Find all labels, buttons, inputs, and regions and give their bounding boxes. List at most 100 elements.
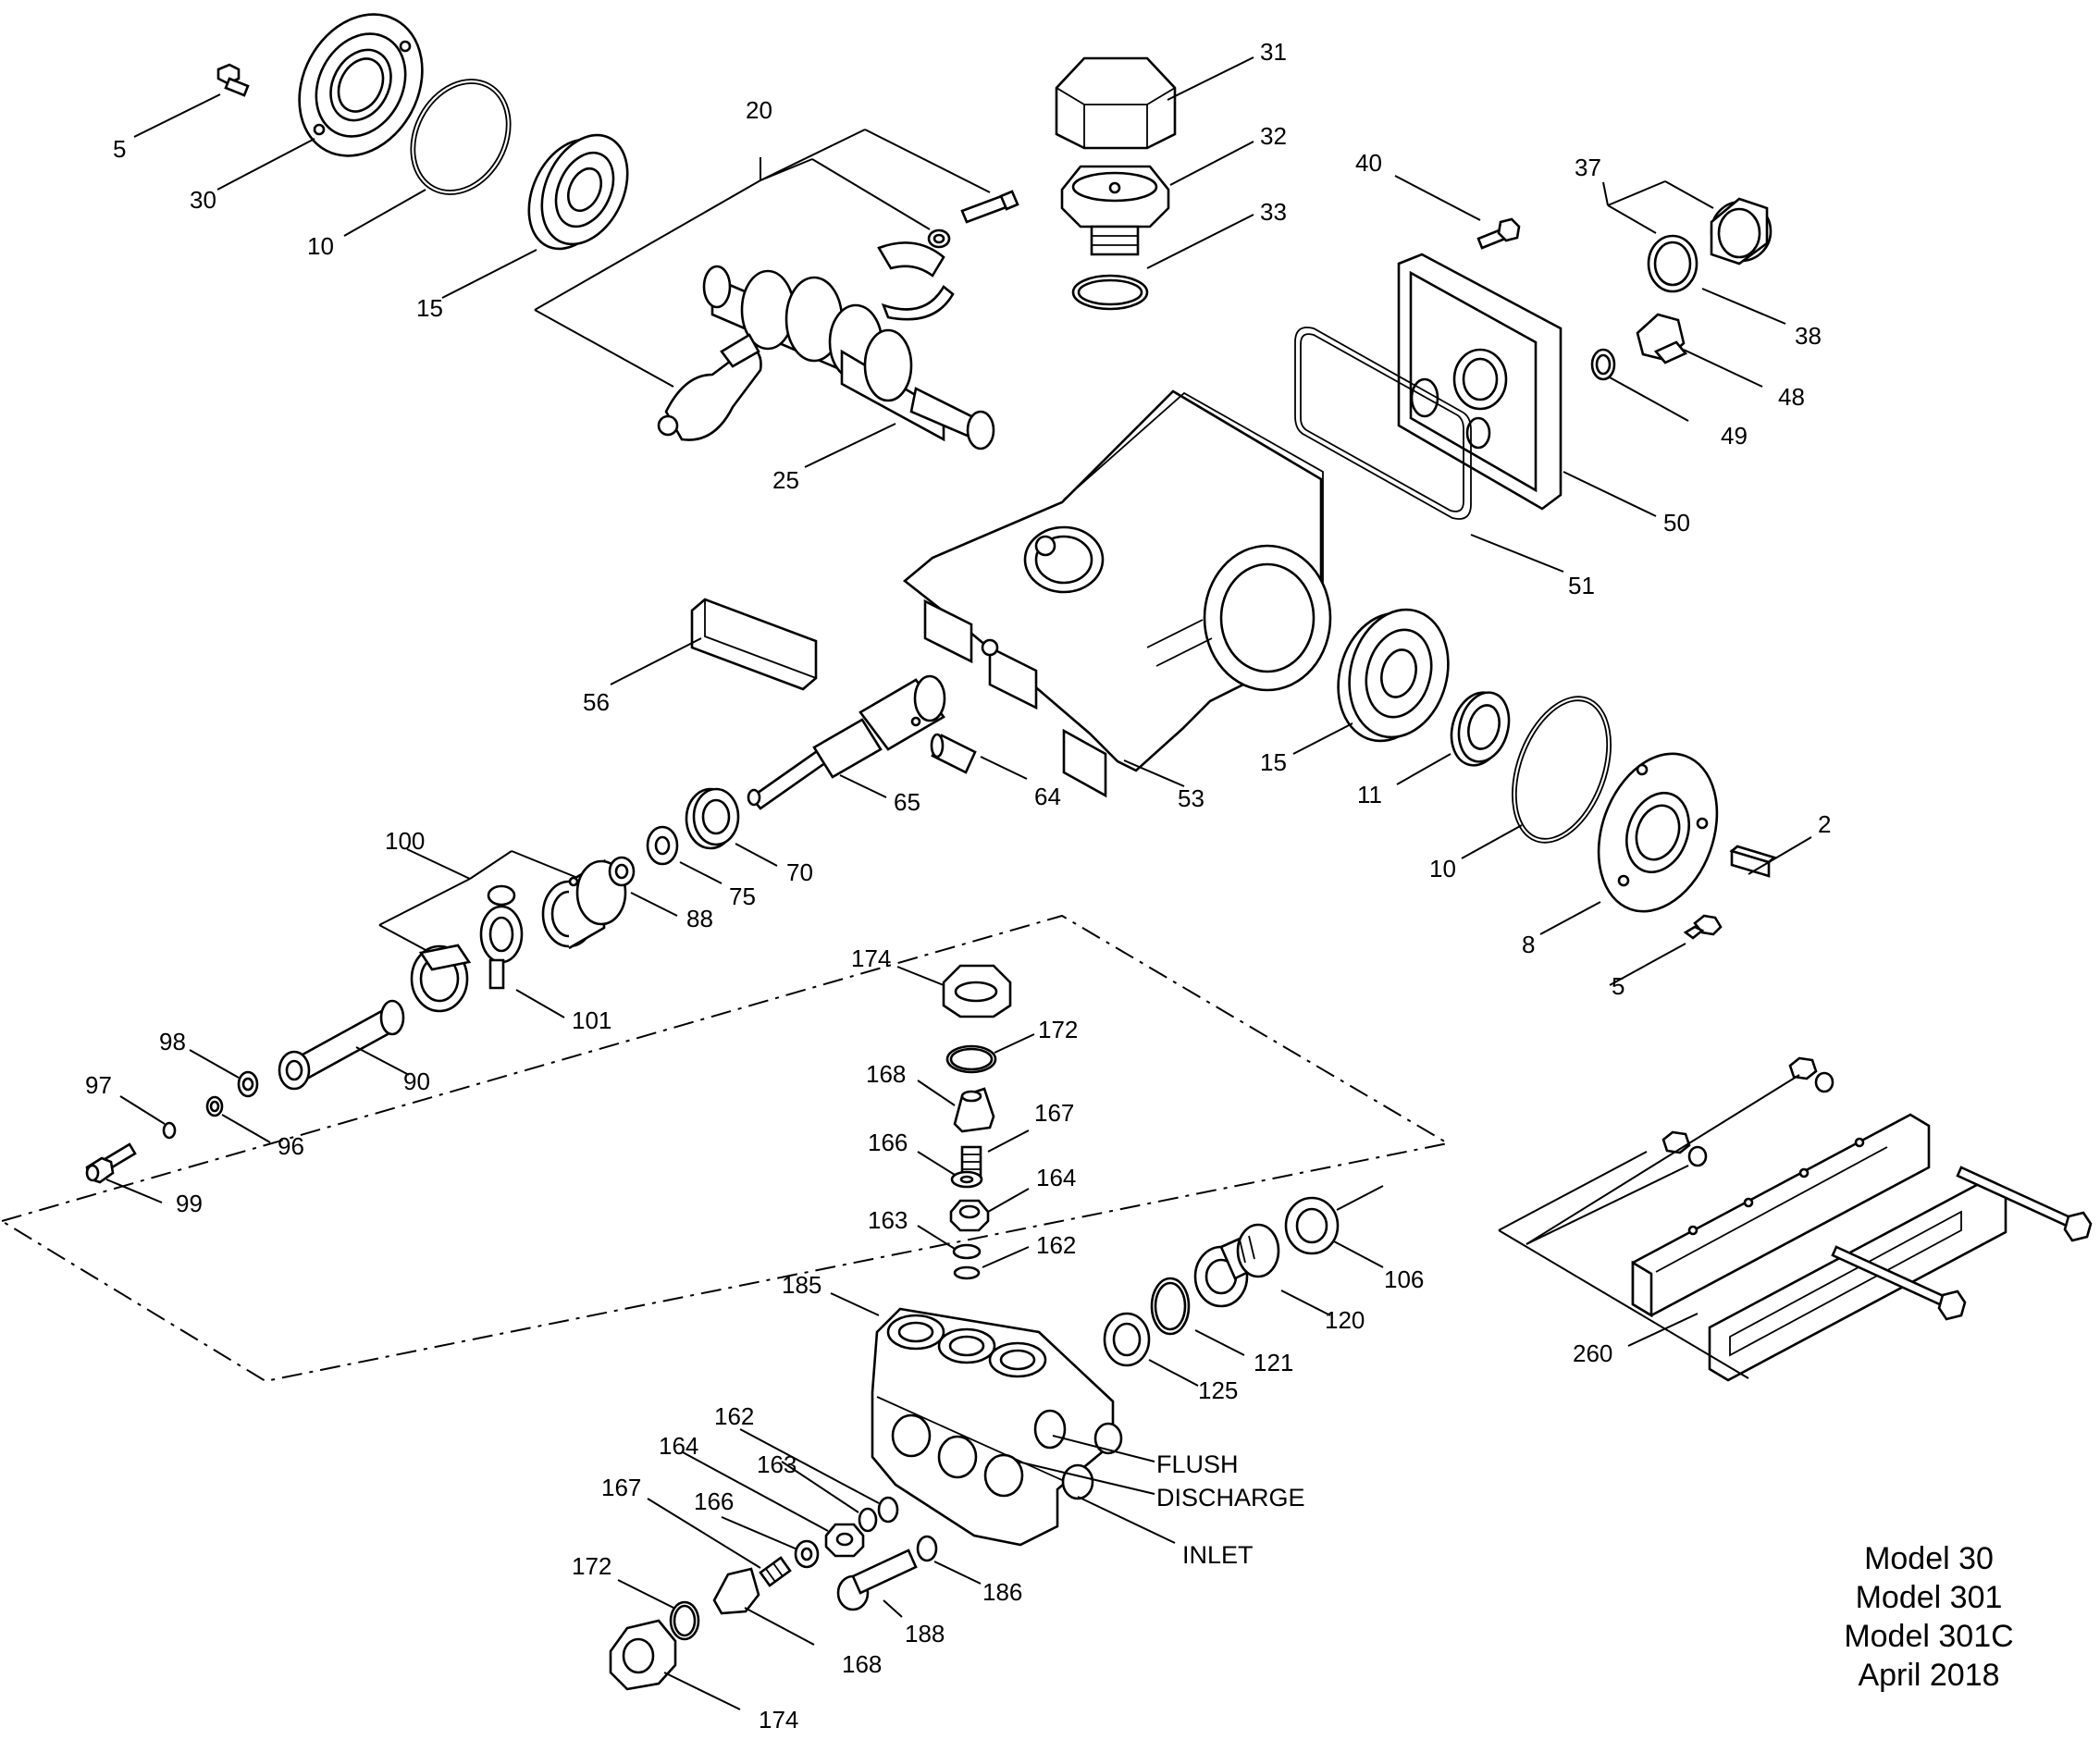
callout-162-top: 162 xyxy=(1036,1231,1076,1259)
callout-48: 48 xyxy=(1778,383,1805,411)
callout-164-top: 164 xyxy=(1036,1164,1076,1191)
callout-260: 260 xyxy=(1573,1339,1612,1367)
callout-167-top: 167 xyxy=(1034,1099,1074,1127)
part-8-bearing-cover xyxy=(1597,752,1719,913)
port-label-flush: FLUSH xyxy=(1156,1450,1239,1478)
callout-106: 106 xyxy=(1384,1265,1424,1293)
callout-2: 2 xyxy=(1818,810,1831,838)
part-162-oring-bottom xyxy=(877,1496,899,1524)
part-97-oring xyxy=(162,1121,177,1140)
callout-65: 65 xyxy=(894,788,920,816)
callout-32: 32 xyxy=(1260,122,1287,150)
part-30-bearing-cover xyxy=(298,13,424,157)
part-164-seat-bottom xyxy=(824,1523,865,1558)
callout-97: 97 xyxy=(85,1071,112,1099)
callout-188: 188 xyxy=(905,1620,945,1647)
part-5-screw-top xyxy=(216,63,250,97)
part-166-valve-top xyxy=(950,1170,983,1189)
model-line-date: April 2018 xyxy=(1858,1658,1999,1693)
callout-185: 185 xyxy=(782,1271,821,1299)
valve-assembly-boundary xyxy=(0,914,1451,1383)
callout-100: 100 xyxy=(385,827,425,855)
callout-15-right: 15 xyxy=(1260,748,1287,776)
callout-49: 49 xyxy=(1721,422,1748,450)
callout-40: 40 xyxy=(1355,149,1382,177)
model-line-2: Model 301 xyxy=(1856,1580,2003,1615)
callout-11: 11 xyxy=(1357,781,1382,808)
part-53-crankcase xyxy=(902,389,1332,798)
callout-98: 98 xyxy=(159,1028,186,1055)
part-172-oring-top xyxy=(945,1044,997,1074)
part-15-bearing-right xyxy=(1337,608,1450,743)
callout-166-bottom: 166 xyxy=(694,1487,734,1515)
callout-164-bottom: 164 xyxy=(659,1432,698,1460)
port-label-discharge: DISCHARGE xyxy=(1156,1484,1305,1512)
callout-10-right: 10 xyxy=(1429,855,1456,882)
callout-20: 20 xyxy=(746,96,772,124)
part-185-manifold xyxy=(871,1307,1123,1547)
part-11-oil-seal xyxy=(1450,691,1511,767)
part-15-bearing-top xyxy=(527,133,629,251)
part-99-bolt xyxy=(85,1142,137,1184)
callout-168-bottom: 168 xyxy=(842,1650,882,1678)
part-33-oring xyxy=(1071,274,1149,311)
part-drawings xyxy=(0,13,2093,1691)
callout-166-top: 166 xyxy=(868,1129,908,1156)
callout-88: 88 xyxy=(686,905,713,932)
callout-labels: 5 30 10 15 20 25 31 32 33 40 37 38 48 49… xyxy=(85,38,1831,1734)
callout-168-top: 168 xyxy=(866,1060,906,1088)
callout-56: 56 xyxy=(583,688,610,716)
port-labels: FLUSH DISCHARGE INLET xyxy=(1156,1450,1305,1569)
callout-90: 90 xyxy=(403,1067,430,1095)
callout-37: 37 xyxy=(1575,154,1601,181)
part-162-oring-top xyxy=(953,1265,981,1280)
part-260-base-rails xyxy=(1631,1056,2093,1382)
part-125-seal xyxy=(1103,1312,1151,1367)
port-label-inlet: INLET xyxy=(1182,1541,1254,1569)
part-40-screw xyxy=(1476,217,1521,250)
callout-120: 120 xyxy=(1325,1306,1365,1334)
callout-5-bottom: 5 xyxy=(1612,972,1624,1000)
callout-121: 121 xyxy=(1254,1349,1293,1376)
callout-75: 75 xyxy=(729,882,756,910)
callout-167-bottom: 167 xyxy=(601,1474,641,1501)
part-10-oring-top xyxy=(410,79,512,195)
part-25-crankshaft xyxy=(657,241,995,450)
callout-30: 30 xyxy=(190,186,216,214)
part-174-plug-bottom xyxy=(609,1619,677,1691)
callout-53: 53 xyxy=(1178,784,1204,812)
part-51-gasket xyxy=(1294,327,1472,520)
part-75-washer xyxy=(646,825,679,866)
callout-174-top: 174 xyxy=(851,944,891,972)
callout-163-top: 163 xyxy=(868,1206,908,1234)
callout-163-bottom: 163 xyxy=(757,1450,797,1478)
callout-51: 51 xyxy=(1568,572,1595,599)
callout-99: 99 xyxy=(176,1190,203,1217)
callout-8: 8 xyxy=(1522,931,1535,958)
part-174-plug-top xyxy=(942,964,1012,1018)
part-88-washer xyxy=(608,856,636,887)
leader-lines xyxy=(105,56,1812,1710)
callout-162-bottom: 162 xyxy=(714,1402,754,1430)
part-186-washer xyxy=(916,1535,938,1562)
callout-10-top: 10 xyxy=(307,232,334,260)
part-120-seal-case xyxy=(1193,1223,1280,1308)
callout-33: 33 xyxy=(1260,198,1287,226)
part-64-pin xyxy=(930,733,977,774)
part-5-screw-bottom xyxy=(1683,914,1723,940)
callout-125: 125 xyxy=(1198,1376,1238,1404)
model-line-3: Model 301C xyxy=(1844,1619,2013,1654)
callout-101: 101 xyxy=(572,1006,611,1034)
model-info: Model 30 Model 301 Model 301C April 2018 xyxy=(1844,1541,2013,1693)
part-98-washer xyxy=(237,1070,259,1098)
part-65-plunger-rod xyxy=(747,674,946,810)
callout-38: 38 xyxy=(1795,322,1822,350)
part-32-fill-plug xyxy=(1060,165,1170,256)
part-48-drain-plug xyxy=(1590,313,1688,381)
part-38-plug xyxy=(1647,197,1773,293)
callout-64: 64 xyxy=(1034,783,1061,810)
part-163-oring-top xyxy=(952,1243,982,1260)
callout-70: 70 xyxy=(786,858,813,886)
part-188-screw xyxy=(836,1549,918,1611)
